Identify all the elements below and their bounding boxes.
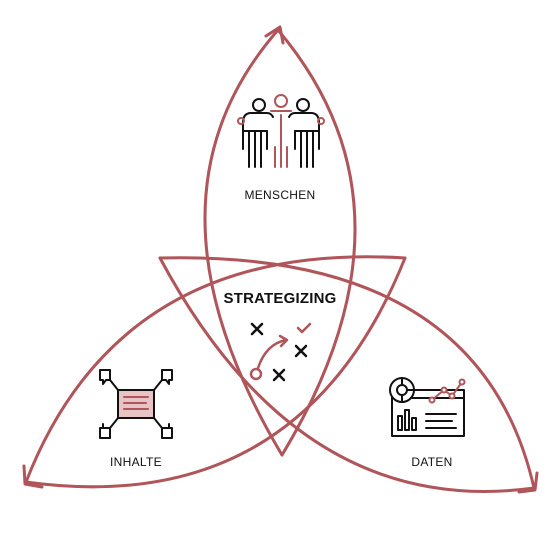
content-network-icon	[99, 369, 173, 439]
center-label-strategizing: STRATEGIZING	[223, 290, 337, 307]
arrowhead-top-icon	[264, 25, 285, 45]
petal-left-upper-arc	[24, 255, 407, 484]
data-dashboard-icon	[389, 377, 466, 437]
arrowhead-right-icon	[517, 471, 539, 494]
petal-left-lower-arc	[24, 256, 407, 489]
strategy-play-icon	[249, 322, 312, 382]
petal-right-upper-arc	[158, 256, 536, 490]
people-group-icon	[237, 94, 325, 168]
node-label-daten: DATEN	[411, 455, 453, 469]
arrowhead-left-icon	[22, 464, 44, 489]
petal-top-right-arc	[276, 28, 357, 457]
petal-right-lower-arc	[158, 256, 536, 493]
petal-top-left-arc	[203, 28, 284, 457]
node-label-menschen: MENSCHEN	[244, 188, 316, 202]
node-label-inhalte: INHALTE	[110, 455, 162, 469]
